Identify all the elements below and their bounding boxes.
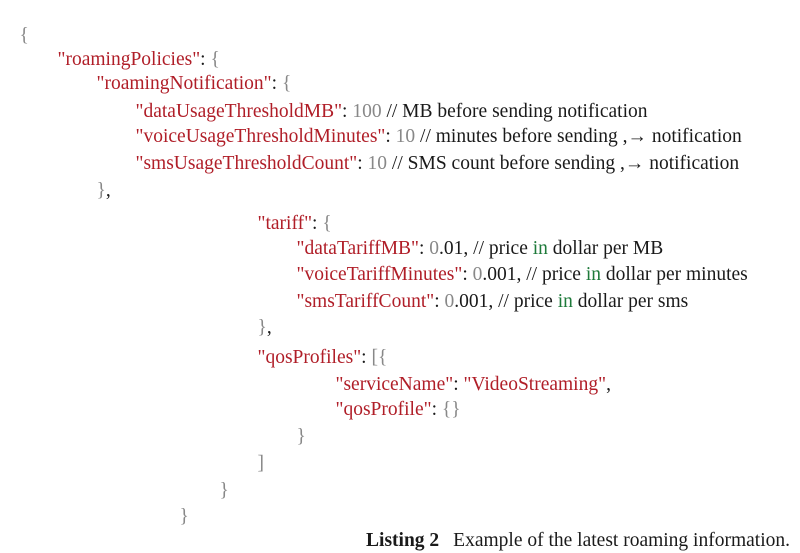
- code-line-16: }: [296, 426, 306, 447]
- code-line-5: "voiceUsageThresholdMinutes": 10 // minu…: [135, 126, 742, 147]
- json-key: "dataUsageThresholdMB": [135, 101, 343, 122]
- json-key: "dataTariffMB": [296, 238, 420, 259]
- json-key: "tariff": [257, 213, 313, 234]
- json-key: "smsTariffCount": [296, 291, 435, 312]
- json-key: "qosProfile": [335, 399, 432, 420]
- code-line-8: "tariff": {: [257, 213, 332, 234]
- code-line-11: "smsTariffCount": 0.001, // price in dol…: [296, 291, 689, 312]
- json-key: "smsUsageThresholdCount": [135, 153, 358, 174]
- code-line-17: ]: [257, 453, 265, 474]
- code-line-1: {: [0, 0, 29, 72]
- code-line-12: },: [257, 317, 272, 338]
- code-line-13: "qosProfiles": [{: [257, 347, 388, 368]
- json-string: "VideoStreaming": [463, 374, 607, 395]
- listing-caption: Listing 2 Example of the latest roaming i…: [356, 508, 790, 552]
- code-listing: { "roamingPolicies": { "roamingNotificat…: [0, 0, 748, 527]
- code-line-18: }: [219, 480, 229, 501]
- brace-open: {: [19, 25, 29, 46]
- code-line-6: "smsUsageThresholdCount": 10 // SMS coun…: [135, 153, 740, 174]
- keyword-in: in: [585, 264, 601, 285]
- code-line-2: "roamingPolicies": {: [57, 49, 220, 70]
- json-key: "roamingNotification": [96, 73, 272, 94]
- code-line-10: "voiceTariffMinutes": 0.001, // price in…: [296, 264, 748, 285]
- keyword-in: in: [532, 238, 548, 259]
- code-line-14: "serviceName": "VideoStreaming",: [335, 374, 611, 395]
- code-line-4: "dataUsageThresholdMB": 100 // MB before…: [135, 101, 648, 122]
- code-line-15: "qosProfile": {}: [335, 399, 461, 420]
- json-key: "voiceTariffMinutes": [296, 264, 463, 285]
- code-line-3: "roamingNotification": {: [96, 73, 292, 94]
- json-key: "voiceUsageThresholdMinutes": [135, 126, 386, 147]
- code-line-19: }: [179, 506, 189, 527]
- caption-text: Example of the latest roaming informatio…: [453, 530, 790, 551]
- json-key: "roamingPolicies": [57, 49, 201, 70]
- json-key: "serviceName": [335, 374, 454, 395]
- code-line-7: },: [96, 180, 111, 201]
- keyword-in: in: [557, 291, 573, 312]
- caption-label: Listing 2: [366, 530, 440, 551]
- json-key: "qosProfiles": [257, 347, 362, 368]
- code-line-9: "dataTariffMB": 0.01, // price in dollar…: [296, 238, 664, 259]
